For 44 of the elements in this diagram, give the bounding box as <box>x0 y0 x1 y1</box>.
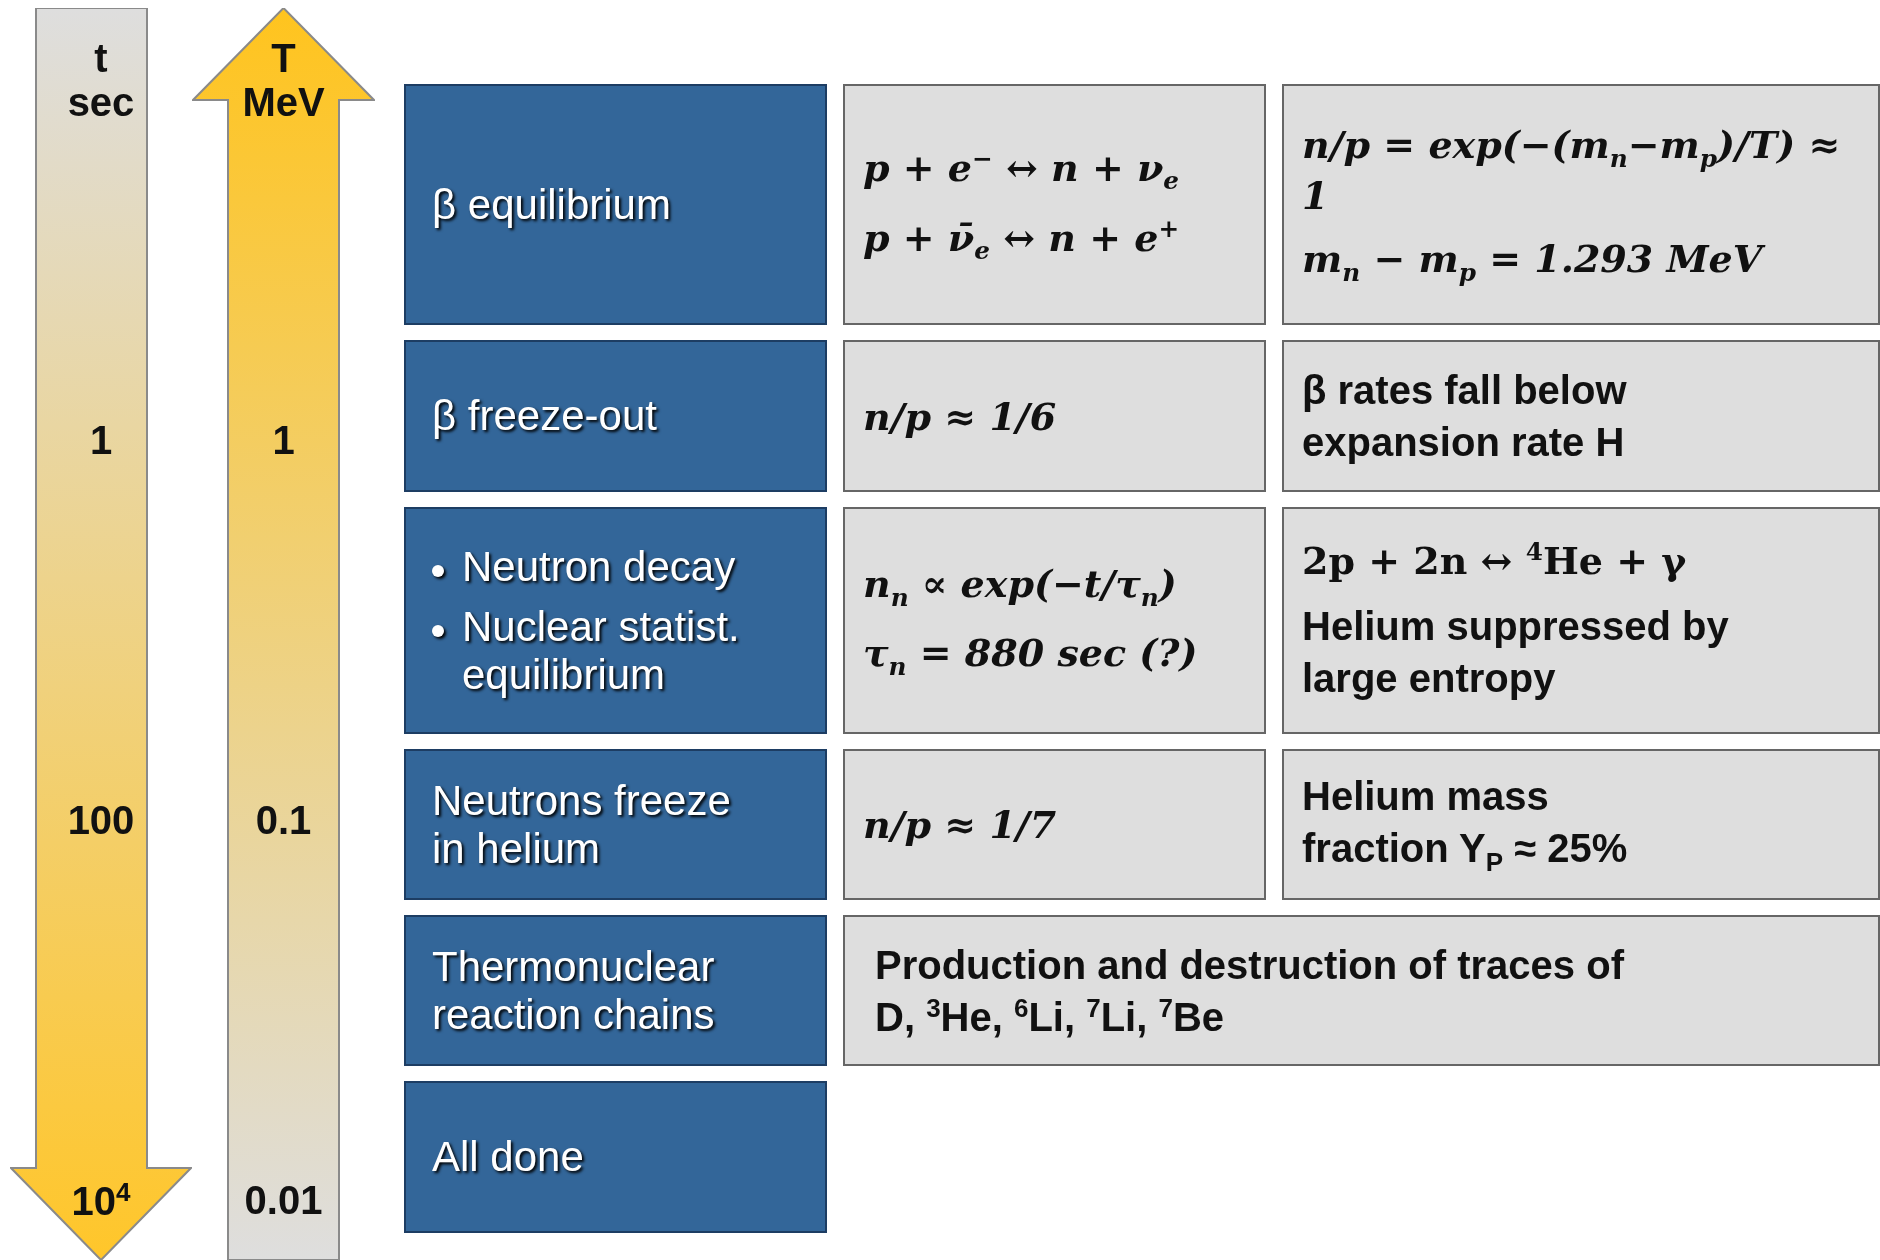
description-cell <box>843 915 1880 1066</box>
equation: n/p ≈ 1/7 <box>863 802 1058 847</box>
axis-value: 10$^{4}$ <box>70 1178 132 1224</box>
stage-box <box>404 507 827 734</box>
stage-box <box>404 84 827 325</box>
stage-label: All done <box>432 1133 585 1181</box>
equation: n/p ≈ 1/6 <box>863 393 1058 439</box>
description-cell <box>843 340 1266 492</box>
description-text: Helium mass fraction Y$_{P}$ ≈ 25% <box>1302 772 1629 879</box>
description-cell <box>843 749 1266 900</box>
description-cell <box>843 84 1266 325</box>
equation: p + ν̄$_{e}$ ↔ n + e$^{+}$ <box>863 213 1181 265</box>
description-text: Helium suppressed by large entropy <box>1302 603 1730 703</box>
stage-label: β freeze-out <box>432 392 658 440</box>
axis-value: 1 <box>271 418 296 462</box>
equation: τ$_{n}$ = 880 sec (?) <box>863 629 1199 681</box>
description-cell <box>1282 749 1880 900</box>
description-text: β rates fall below expansion rate H <box>1302 367 1628 466</box>
description-cell <box>1282 507 1880 734</box>
stage-box <box>404 1081 827 1233</box>
equation: 2p + 2n ↔ $^{4}$He + γ <box>1302 536 1688 583</box>
stage-label: Nuclear statist. equilibrium <box>462 602 741 699</box>
axis-title: T MeV <box>241 36 326 124</box>
temperature-axis-arrow <box>192 8 375 1260</box>
equation: n$_{n}$ ∝ exp(−t/τ$_{n}$) <box>863 560 1178 612</box>
description-text: Production and destruction of traces of D, $^{3}$He, $^{6}$Li, $^{7}$Li, $^{7}$Be <box>875 941 1626 1041</box>
axis-value: 0.01 <box>243 1178 324 1222</box>
equation: m$_{n}$ − m$_{p}$ = 1.293 MeV <box>1302 236 1860 287</box>
stage-label: Neutron decay <box>462 542 736 591</box>
stage-box <box>404 749 827 900</box>
axis-value: 0.1 <box>254 798 313 842</box>
description-cell <box>1282 84 1880 325</box>
stage-box <box>404 340 827 492</box>
description-cell <box>843 507 1266 734</box>
axis-title: t sec <box>66 36 136 124</box>
description-cell <box>1282 340 1880 492</box>
axis-value: 1 <box>88 418 114 462</box>
time-axis-arrow <box>10 8 192 1260</box>
stage-label: β equilibrium <box>432 180 672 229</box>
axis-value: 100 <box>66 798 136 842</box>
equation: p + e$^{−}$ ↔ n + ν$_{e}$ <box>863 144 1181 196</box>
stage-box <box>404 915 827 1066</box>
stage-label: Neutrons freeze in helium <box>432 776 732 873</box>
stage-label: Thermonuclear reaction chains <box>432 942 716 1039</box>
